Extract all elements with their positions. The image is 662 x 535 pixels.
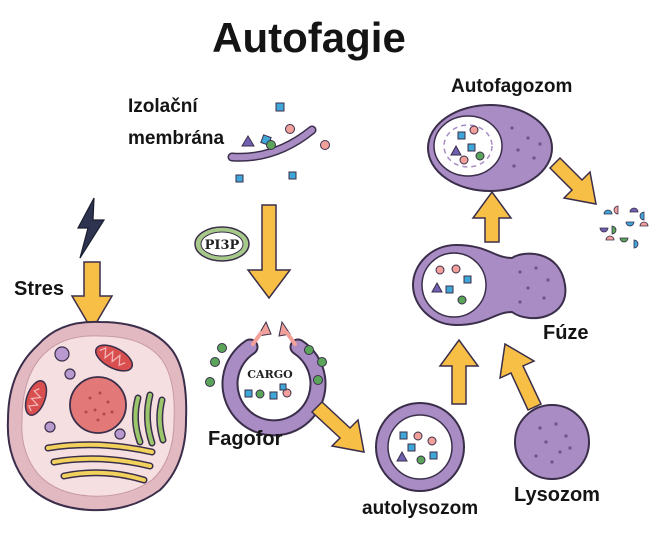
label-autophagosome: Autofagozom — [451, 76, 573, 97]
mitochondrion — [94, 344, 134, 372]
pi3p-badge: PI3P — [194, 226, 250, 262]
label-lysosome: Lysozom — [514, 484, 600, 506]
isolation-membrane — [227, 102, 330, 183]
cell — [6, 320, 188, 512]
stress-arrow — [70, 261, 114, 332]
arrow-phagophore-to-autolysosome — [310, 400, 365, 453]
degraded-fragments — [599, 205, 649, 249]
label-autolysosome: autolysozom — [362, 498, 479, 519]
arrow-autophagosome-to-fragments — [548, 156, 597, 205]
arrow-lysosome-to-fusion — [499, 342, 543, 411]
golgi — [44, 441, 156, 484]
arrow-membrane-to-phagophore — [246, 204, 292, 300]
fusion-vesicles — [411, 243, 567, 327]
pi3p-label: PI3P — [205, 238, 240, 253]
label-fusion: Fúze — [543, 322, 589, 344]
diagram-title-text: Autofagie — [212, 14, 406, 61]
nucleus — [69, 376, 127, 434]
label-stress: Stres — [14, 278, 65, 300]
arrow-autolysosome-to-fusion — [438, 338, 480, 405]
arrow-fusion-to-autophagosome — [471, 190, 513, 243]
lightning-icon — [77, 197, 106, 259]
lysosome — [514, 404, 590, 480]
organelle-green — [131, 391, 167, 447]
cargo-label: CARGO — [247, 368, 293, 381]
autophagosome — [427, 104, 553, 192]
label-phagophore: Fagofor — [208, 428, 283, 450]
label-isolation-membrane-line1: Izolační — [128, 96, 198, 117]
phagophore: CARGO — [205, 320, 327, 437]
mitochondrion — [24, 380, 48, 416]
diagram-title: Autofagie — [0, 14, 662, 62]
label-isolation-membrane-line2: membrána — [128, 128, 225, 149]
autolysosome — [375, 402, 465, 492]
